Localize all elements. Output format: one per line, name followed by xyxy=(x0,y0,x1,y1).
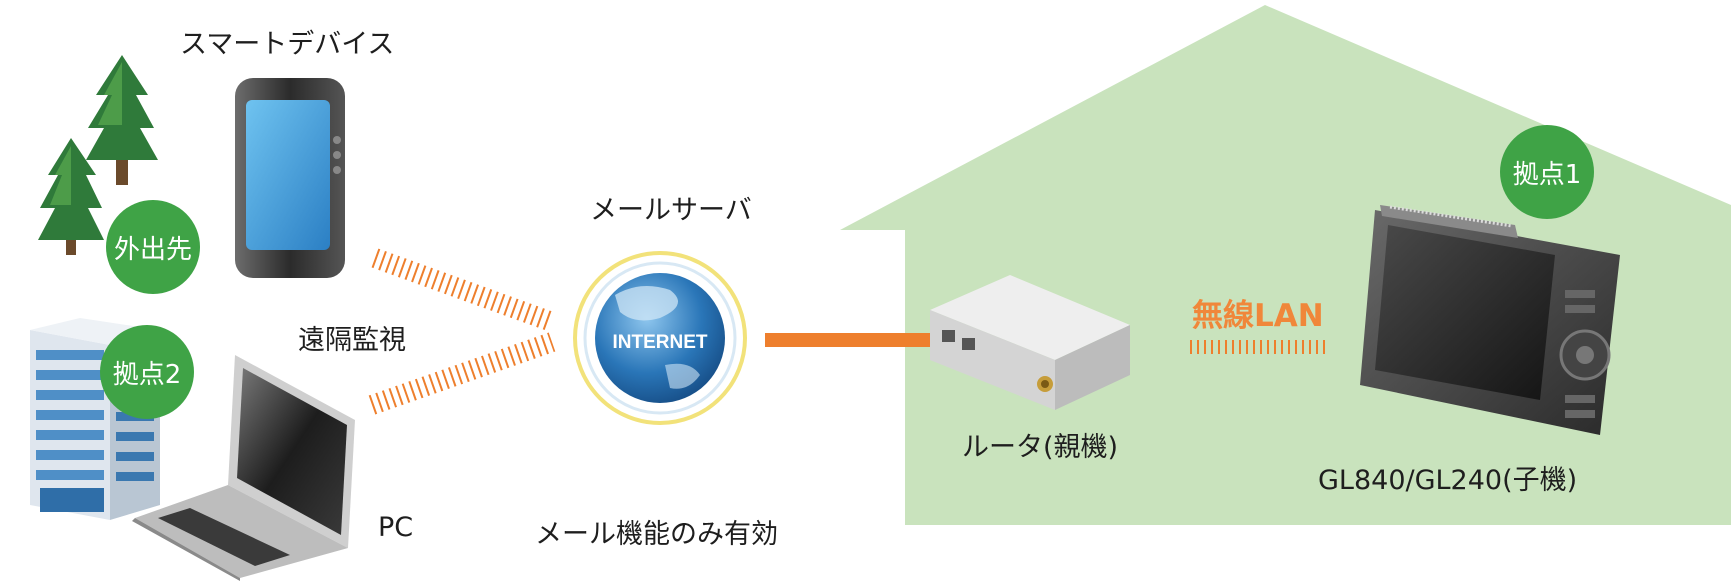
smart-device-label: スマートデバイス xyxy=(180,29,395,60)
remote-monitoring-label: 遠隔監視 xyxy=(298,325,406,356)
router-label: ルータ(親機) xyxy=(962,432,1119,463)
smartphone-icon xyxy=(235,78,345,278)
router-icon xyxy=(930,275,1130,410)
data-logger-icon xyxy=(1360,205,1620,435)
pc-label: PC xyxy=(378,512,414,543)
badge-outside: 外出先 xyxy=(106,200,200,294)
wireless-lan-label: 無線LAN xyxy=(1192,298,1324,334)
badge-site1: 拠点1 xyxy=(1500,125,1594,219)
globe-icon: INTERNET xyxy=(573,251,747,425)
mail-only-label: メール機能のみ有効 xyxy=(535,519,778,550)
tree-icon xyxy=(38,138,104,255)
laptop-icon xyxy=(132,355,355,581)
logger-label: GL840/GL240(子機) xyxy=(1318,465,1578,496)
mail-server-label: メールサーバ xyxy=(590,195,752,226)
badge-site2: 拠点2 xyxy=(100,325,194,419)
tree-icon xyxy=(86,55,158,185)
signal-line-smartdevice xyxy=(371,248,556,332)
globe-text: INTERNET xyxy=(613,332,708,353)
